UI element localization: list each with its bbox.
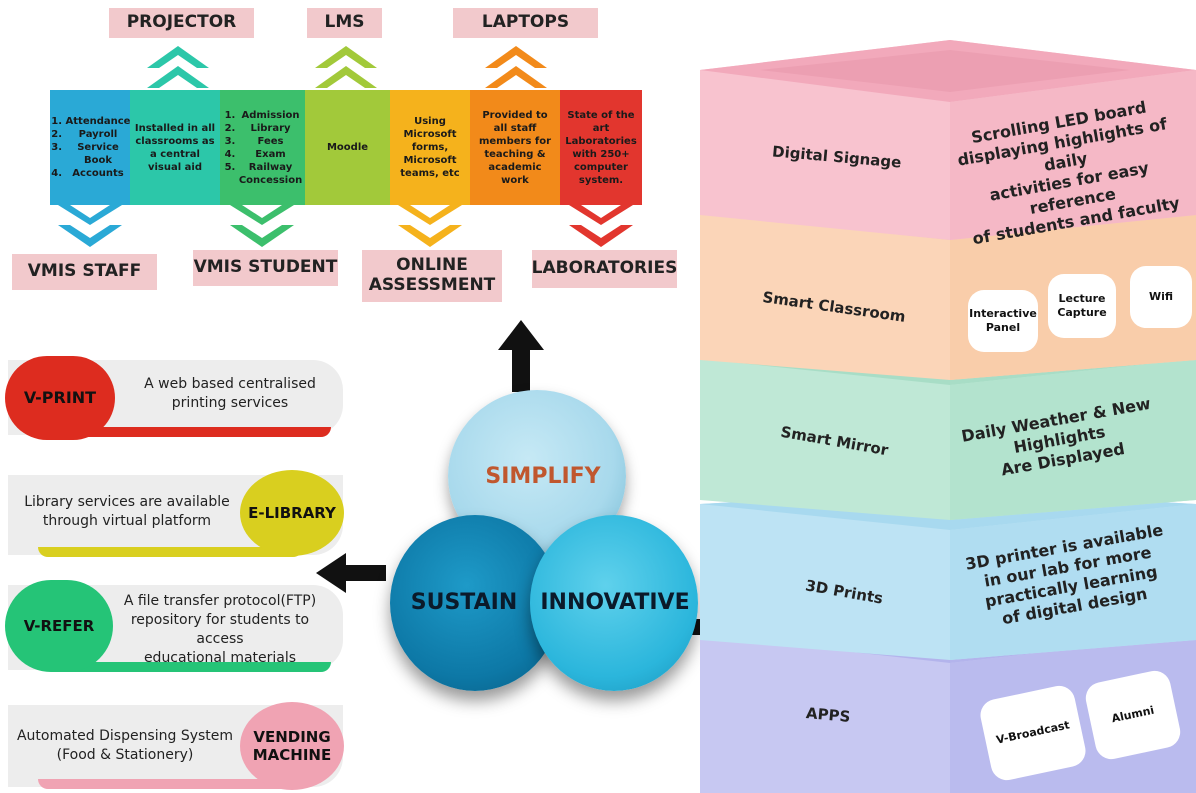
chip-interactive-panel: Interactive Panel: [968, 290, 1038, 352]
stripe-projector: Installed in all classrooms as a central…: [130, 90, 220, 205]
vrefer-text-line2: repository for students to: [130, 611, 310, 628]
chevron-up-icon: [485, 46, 547, 88]
chevron-down-icon: [569, 205, 633, 247]
vending-title-line1: VENDING: [253, 728, 331, 746]
layer-digital-signage: [700, 40, 1196, 240]
label-apps: APPS: [805, 704, 852, 726]
label-vmis-staff: VMIS STAFF: [12, 254, 157, 290]
online-text: Using Microsoft forms, Microsoft teams, …: [400, 116, 460, 179]
staff-item: Accounts: [66, 167, 131, 180]
sustain-label: SUSTAIN: [410, 590, 518, 615]
simplify-label: SIMPLIFY: [485, 464, 601, 489]
chevron-up-icon: [315, 46, 377, 88]
student-item: Admission: [239, 109, 302, 122]
online-line1: ONLINE: [396, 255, 468, 276]
staff-item: Attendance: [66, 115, 131, 128]
chip-wifi: Wifi: [1130, 266, 1192, 328]
innovative-label: INNOVATIVE: [540, 590, 690, 615]
student-item: Library: [239, 122, 302, 135]
vending-badge: VENDING MACHINE: [240, 702, 344, 790]
vprint-text-line1: A web based centralised: [144, 376, 316, 392]
chevron-down-icon: [230, 205, 294, 247]
vrefer-text-line3: access: [196, 630, 244, 647]
vending-text: Automated Dispensing System (Food & Stat…: [10, 727, 240, 765]
staff-item: Service Book: [66, 141, 131, 167]
student-item: Exam: [239, 148, 302, 161]
label-vmis-student: VMIS STUDENT: [193, 250, 338, 286]
stripe-online: Using Microsoft forms, Microsoft teams, …: [390, 90, 470, 205]
student-item: Railway Concession: [239, 161, 302, 187]
label-lms: LMS: [307, 8, 382, 38]
innovative-circle: [530, 515, 698, 691]
chevron-down-icon: [58, 205, 122, 247]
vrefer-text-line4: educational materials: [143, 649, 297, 666]
elibrary-text-line1: Library services are available: [24, 494, 230, 510]
stripe-vmis-staff: Attendance Payroll Service Book Accounts: [50, 90, 130, 205]
staff-item: Payroll: [66, 128, 131, 141]
vprint-badge: V-PRINT: [5, 356, 115, 440]
lms-text: Moodle: [326, 142, 369, 153]
vending-title-line2: MACHINE: [252, 746, 332, 764]
chip-lecture-capture: Lecture Capture: [1048, 274, 1116, 338]
vprint-text-line2: printing services: [171, 394, 289, 411]
label-online-assessment: ONLINE ASSESSMENT: [362, 250, 502, 302]
vending-text-line1: Automated Dispensing System: [16, 728, 234, 744]
vprint-text: A web based centralised printing service…: [120, 375, 340, 413]
vrefer-text: A file transfer protocol(FTP) repository…: [100, 592, 340, 668]
elibrary-text-line2: through virtual platform: [42, 512, 212, 529]
elibrary-badge: E-LIBRARY: [240, 470, 344, 556]
arrow-up-icon: [498, 320, 544, 392]
online-line2: ASSESSMENT: [368, 275, 496, 295]
stripe-labs: State of the art Laboratories with 250+ …: [560, 90, 642, 205]
vrefer-badge: V-REFER: [5, 580, 113, 672]
projector-text: Installed in all classrooms as a central…: [134, 122, 216, 173]
vending-text-line2: (Food & Stationery): [56, 746, 194, 763]
chevron-down-icon: [398, 205, 462, 247]
stripe-laptops: Provided to all staff members for teachi…: [470, 90, 560, 205]
stripe-vmis-student: Admission Library Fees Exam Railway Conc…: [220, 90, 305, 205]
arrow-left-icon: [316, 553, 386, 593]
elibrary-text: Library services are available through v…: [12, 493, 242, 531]
stripe-lms: Moodle: [305, 90, 390, 205]
chevron-up-icon: [147, 46, 209, 88]
label-laboratories: LABORATORIES: [532, 250, 677, 288]
vrefer-text-line1: A file transfer protocol(FTP): [123, 593, 317, 609]
label-projector: PROJECTOR: [109, 8, 254, 38]
laptops-text: Provided to all staff members for teachi…: [478, 109, 552, 186]
label-laptops: LAPTOPS: [453, 8, 598, 38]
labs-text: State of the art Laboratories with 250+ …: [565, 109, 637, 186]
student-item: Fees: [239, 135, 302, 148]
